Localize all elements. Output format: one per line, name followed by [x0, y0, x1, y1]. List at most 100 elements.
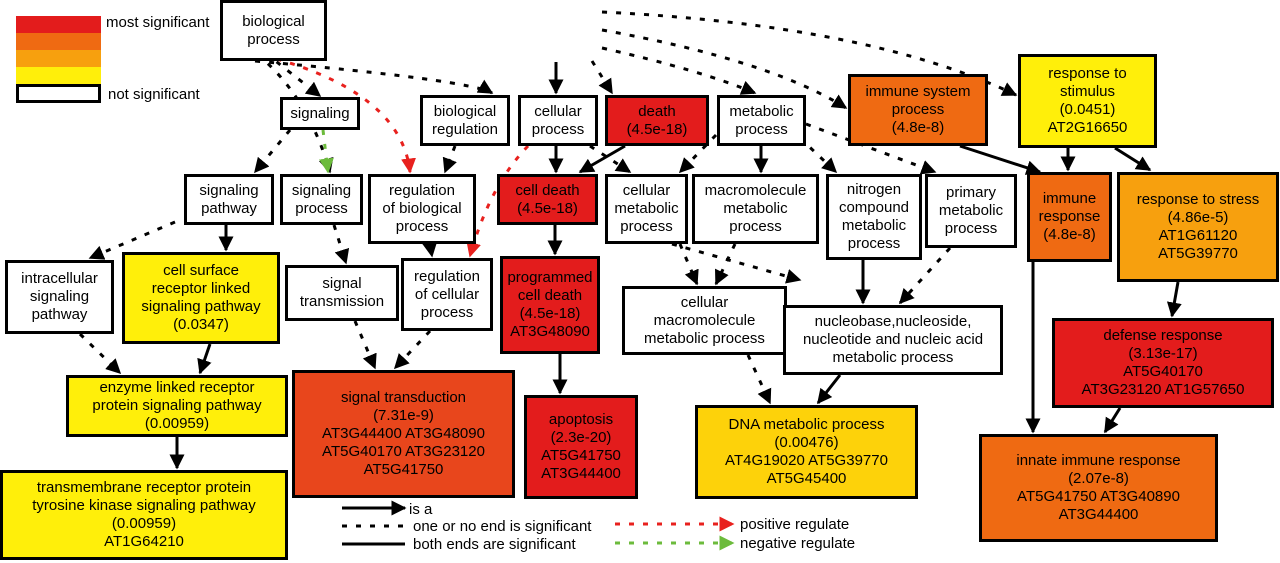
- node-text-line: DNA metabolic process: [728, 416, 885, 433]
- node-text-line: nucleobase,nucleoside,: [814, 313, 972, 330]
- legend-most-significant: most significant: [106, 14, 210, 31]
- node-text-line: process: [944, 220, 998, 237]
- node-text-line: AT5G40170 AT3G23120: [322, 443, 485, 460]
- edge-regbio-regcell: [422, 241, 438, 258]
- edge-bp-bio-reg: [254, 59, 494, 95]
- node-text-line: (0.00476): [774, 434, 839, 451]
- node-innate-immune-response[interactable]: innate immune response(2.07e-8)AT5G41750…: [979, 434, 1218, 542]
- node-signal-transduction[interactable]: signal transduction(7.31e-9)AT3G44400 AT…: [292, 370, 515, 498]
- node-text-line: process: [729, 218, 782, 235]
- node-text-line: (4.5e-18): [517, 199, 578, 217]
- edge-bp-immune: [601, 28, 848, 110]
- node-text-line: enzyme linked receptor: [99, 379, 255, 396]
- edge-macro-cmm: [714, 243, 737, 286]
- node-text-line: (0.0347): [173, 316, 229, 333]
- legend-not-significant: not significant: [108, 86, 200, 103]
- node-text-line: protein signaling pathway: [92, 397, 262, 414]
- node-text-line: of biological: [382, 200, 462, 217]
- edge-defense-innate: [1103, 407, 1122, 434]
- node-text-line: AT3G44400: [1058, 506, 1139, 523]
- node-text-line: metabolic process: [832, 349, 954, 366]
- node-text-line: (4.86e-5): [1167, 209, 1229, 226]
- node-text-line: metabolic process: [644, 329, 765, 347]
- node-text-line: regulation: [389, 182, 455, 199]
- edge-cellular-cellmeta: [589, 144, 632, 174]
- legend-swatch-1: [16, 16, 101, 33]
- node-death[interactable]: death(4.5e-18): [605, 95, 709, 146]
- edge-immunesys-immresp: [959, 144, 1042, 175]
- node-text-line: regulation: [414, 267, 480, 285]
- node-text-line: (3.13e-17): [1128, 345, 1198, 362]
- node-dna-metabolic-process[interactable]: DNA metabolic process(0.00476)AT4G19020 …: [695, 405, 918, 499]
- edge-legend-both-ends: both ends are significant: [413, 536, 576, 553]
- legend-swatch-2: [16, 33, 101, 50]
- node-text-line: AT1G61120: [1158, 227, 1238, 244]
- node-signaling[interactable]: signaling: [280, 97, 360, 130]
- node-text-line: AT5G41750: [363, 461, 444, 478]
- legend-swatch-3: [16, 50, 101, 67]
- node-text-line: transmembrane receptor protein: [36, 479, 252, 496]
- node-text-line: process: [295, 199, 348, 217]
- node-text-line: innate immune response: [1016, 452, 1181, 469]
- node-text-line: process: [620, 218, 673, 235]
- node-text-line: AT3G48090: [510, 323, 590, 340]
- node-text-line: regulation: [432, 120, 498, 138]
- node-text-line: metabolic: [938, 202, 1004, 219]
- edge-signaling-sigpath: [253, 129, 292, 174]
- edge-legend-positive-regulate: positive regulate: [740, 516, 850, 533]
- node-text-line: (0.0451): [1059, 101, 1116, 118]
- node-nucleobase-metabolic-process[interactable]: nucleobase,nucleoside,nucleotide and nuc…: [783, 305, 1003, 375]
- node-text-line: cellular: [622, 182, 671, 199]
- node-text-line: biological: [242, 12, 305, 30]
- node-cell-death[interactable]: cell death(4.5e-18): [497, 174, 598, 225]
- node-text-line: response to: [1048, 65, 1127, 82]
- node-text-line: (2.3e-20): [550, 429, 612, 446]
- node-text-line: pathway: [31, 306, 88, 323]
- node-text-line: nitrogen: [846, 181, 902, 198]
- node-text-line: process: [847, 235, 901, 252]
- node-text-line: biological: [433, 102, 497, 120]
- node-text-line: AT2G16650: [1047, 119, 1128, 136]
- node-text-line: macromolecule: [653, 311, 756, 329]
- edge-legend-one-or-no-end: one or no end is significant: [413, 518, 592, 535]
- edge-metabolic-cellmeta: [678, 133, 718, 174]
- node-text-line: metabolic: [729, 102, 794, 120]
- node-text-line: (4.5e-18): [626, 120, 688, 138]
- node-text-line: death: [638, 102, 676, 120]
- node-text-line: process: [420, 303, 474, 321]
- node-text-line: process: [735, 120, 788, 138]
- node-text-line: response to stress: [1136, 191, 1260, 208]
- edge-cellular-regcell: [466, 144, 530, 258]
- node-text-line: stimulus: [1059, 83, 1115, 100]
- node-text-line: process: [395, 218, 449, 235]
- node-text-line: AT5G39770: [1158, 245, 1238, 262]
- edge-sigproc-transmission: [332, 224, 350, 265]
- node-text-line: (4.8e-8): [1043, 226, 1096, 243]
- node-text-line: cell death: [517, 287, 583, 304]
